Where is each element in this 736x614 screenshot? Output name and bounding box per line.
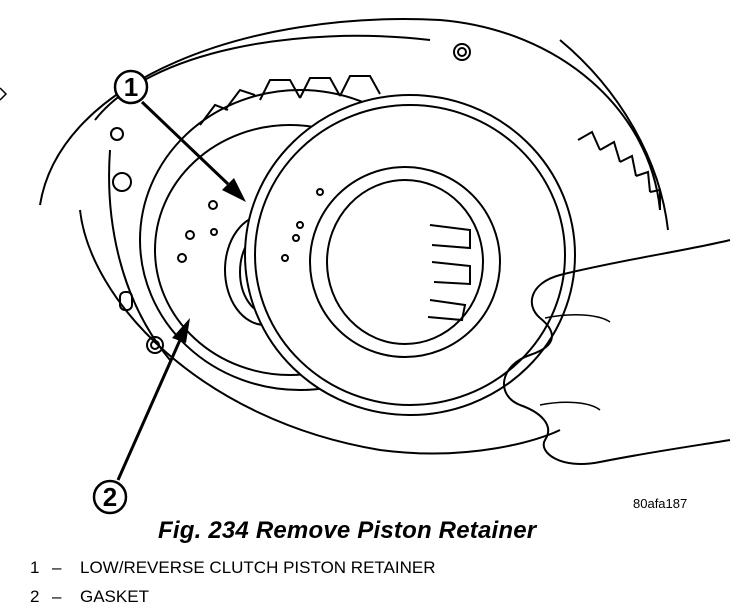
legend-separator: – <box>52 587 62 606</box>
case-outer-arc <box>39 18 661 211</box>
figure-caption: Fig. 234 Remove Piston Retainer <box>158 517 537 544</box>
case-outer-arc-2 <box>79 209 561 455</box>
case-hole <box>453 43 471 61</box>
gear-teeth <box>577 130 661 210</box>
piston-retainer-rim <box>254 104 566 406</box>
callout-2: 2 <box>92 318 190 515</box>
piston-retainer-illustration: 1 2 <box>0 18 731 515</box>
legend-text: LOW/REVERSE CLUTCH PISTON RETAINER <box>80 558 436 577</box>
hand-outline <box>503 239 731 465</box>
callout-1-number: 1 <box>124 72 138 102</box>
callout-2-number: 2 <box>103 482 117 512</box>
case-hole <box>112 172 132 192</box>
case-hole <box>146 336 164 354</box>
case-left-edge <box>108 149 171 361</box>
housing-teeth <box>259 75 381 101</box>
legend-number: 2 <box>30 587 40 606</box>
callout-1: 1 <box>113 69 246 202</box>
legend-item: 2 – GASKET <box>30 587 149 607</box>
piston-retainer-bore <box>309 166 501 358</box>
image-code: 80afa187 <box>633 496 688 511</box>
legend-separator: – <box>52 558 62 577</box>
inner-splines <box>427 224 471 322</box>
case-hole <box>110 127 124 141</box>
case-slot <box>119 291 133 311</box>
legend-text: GASKET <box>80 587 149 606</box>
legend-number: 1 <box>30 558 40 577</box>
legend-item: 1 – LOW/REVERSE CLUTCH PISTON RETAINER <box>30 558 435 578</box>
